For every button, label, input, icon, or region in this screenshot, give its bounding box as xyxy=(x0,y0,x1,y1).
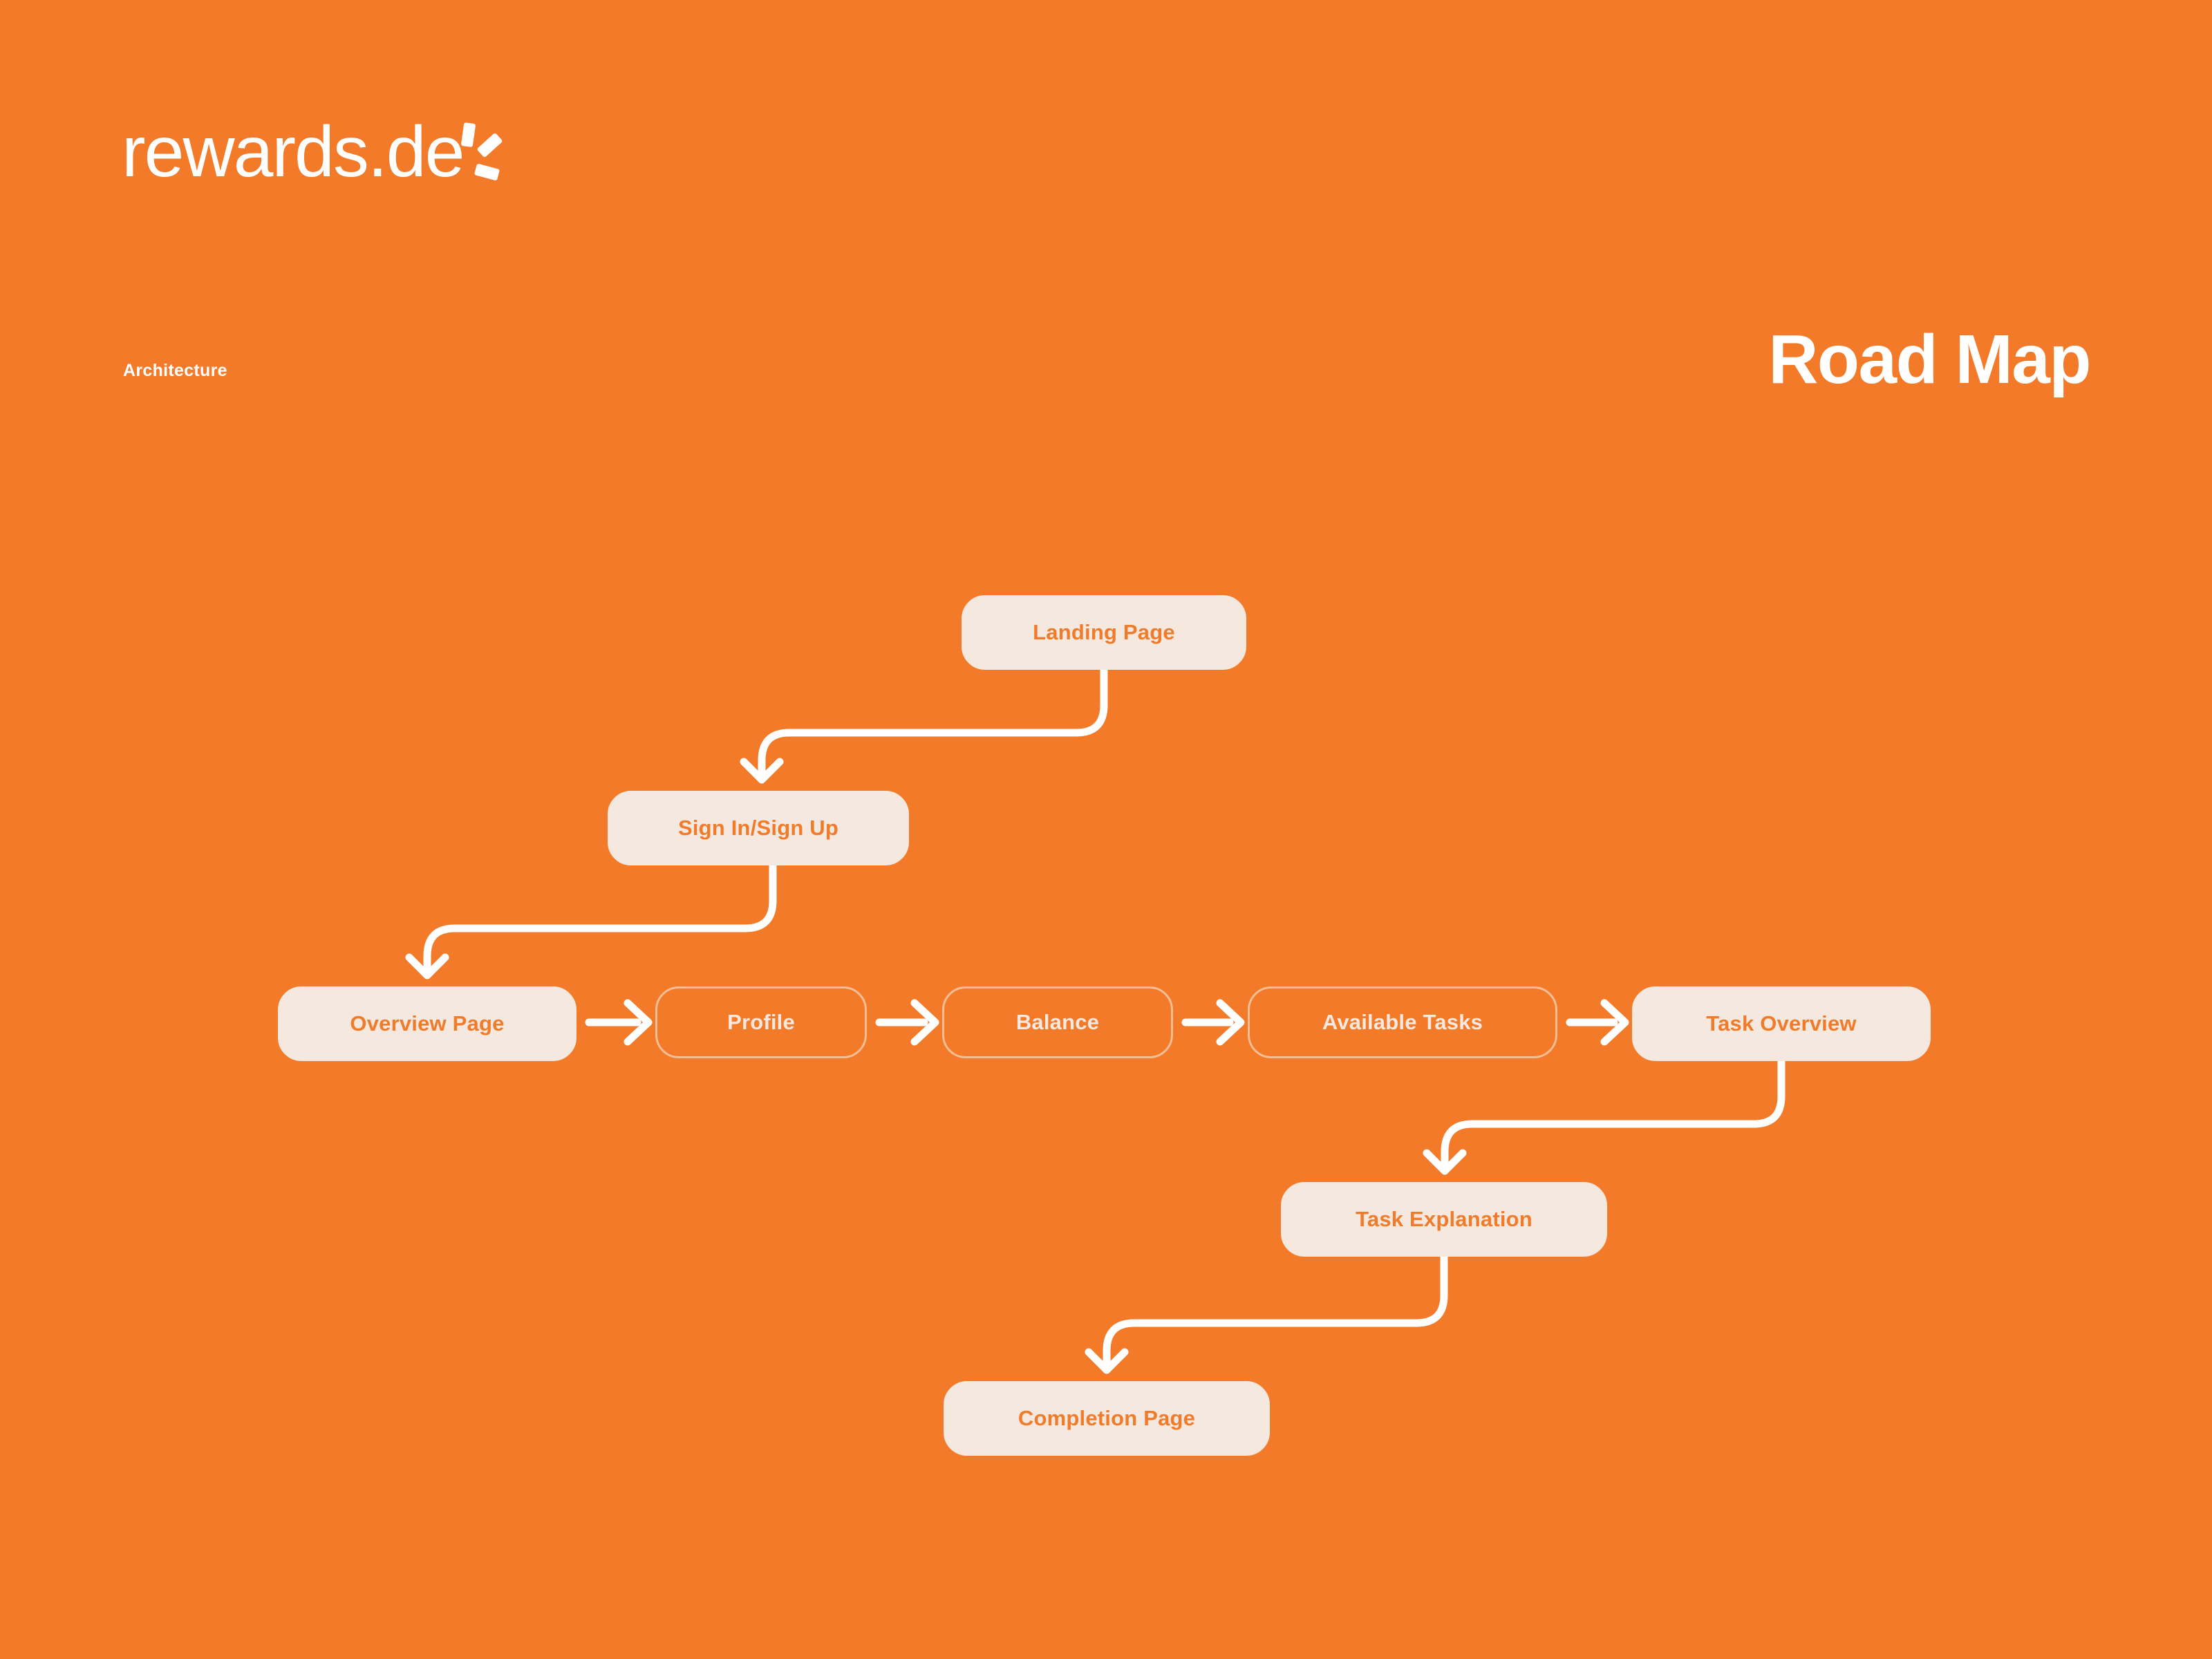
brand-name: rewards xyxy=(122,112,369,192)
flow-node-profile[interactable]: Profile xyxy=(655,986,867,1058)
edge-signin-to-overview xyxy=(409,861,777,975)
flow-node-landing-page[interactable]: Landing Page xyxy=(962,595,1246,670)
flow-node-balance[interactable]: Balance xyxy=(942,986,1173,1058)
edge-available-tasks-to-task-overview xyxy=(1566,1003,1625,1042)
flow-node-available-tasks[interactable]: Available Tasks xyxy=(1248,986,1557,1058)
flow-node-task-explanation[interactable]: Task Explanation xyxy=(1281,1182,1607,1257)
edge-overview-to-profile xyxy=(585,1003,648,1042)
edge-landing-to-signin xyxy=(744,666,1108,780)
flow-node-completion-page[interactable]: Completion Page xyxy=(944,1381,1270,1456)
edge-balance-to-available-tasks xyxy=(1181,1003,1241,1042)
page-title: Road Map xyxy=(1768,321,2091,398)
edge-task-overview-to-task-explanation xyxy=(1427,1057,1785,1171)
edge-profile-to-balance xyxy=(875,1003,935,1042)
brand-tld: .de xyxy=(367,112,465,192)
brand-logo: rewards.de xyxy=(122,116,507,188)
brand-logo-text: rewards.de xyxy=(122,116,465,188)
edge-task-explanation-to-completion xyxy=(1089,1253,1448,1370)
section-eyebrow: Architecture xyxy=(123,361,227,380)
flow-node-overview-page[interactable]: Overview Page xyxy=(278,986,577,1061)
flow-node-sign-in-sign-up[interactable]: Sign In/Sign Up xyxy=(608,791,909,865)
flow-node-task-overview[interactable]: Task Overview xyxy=(1632,986,1931,1061)
